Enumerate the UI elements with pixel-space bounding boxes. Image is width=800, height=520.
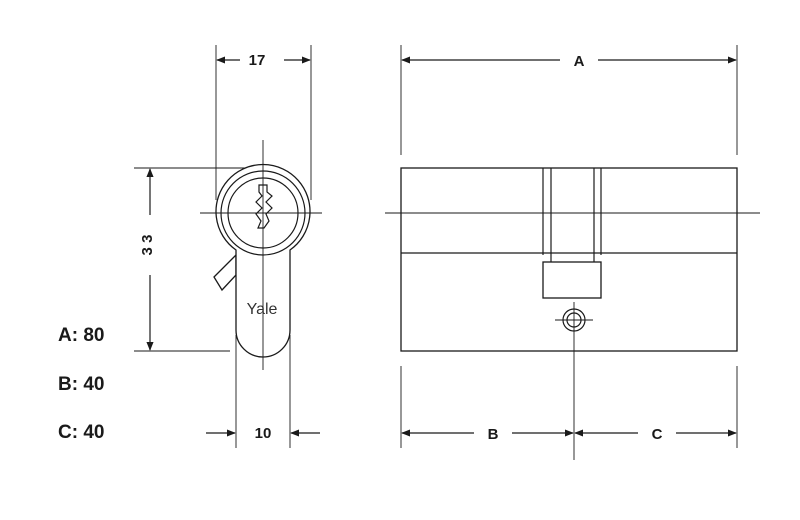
dimension-label-b: B — [488, 426, 499, 443]
keyway-icon — [255, 184, 273, 229]
legend-item-a: A: 80 — [58, 325, 105, 346]
dimension-label-33: 3 3 — [139, 235, 156, 256]
dimension-label-10: 10 — [255, 425, 272, 442]
legend-item-b: B: 40 — [58, 374, 105, 395]
brand-logo-text: Yale — [247, 301, 278, 318]
side-view: A B C — [385, 45, 760, 460]
end-view: 17 3 3 Yale 10 — [134, 45, 322, 448]
cam-lever — [213, 253, 237, 292]
dimension-label-a: A — [574, 53, 585, 70]
legend-item-c: C: 40 — [58, 422, 105, 443]
dimension-label-c: C — [652, 426, 663, 443]
dimension-label-17: 17 — [249, 52, 266, 69]
cylinder-body — [400, 167, 738, 352]
cam-slot — [542, 261, 602, 299]
